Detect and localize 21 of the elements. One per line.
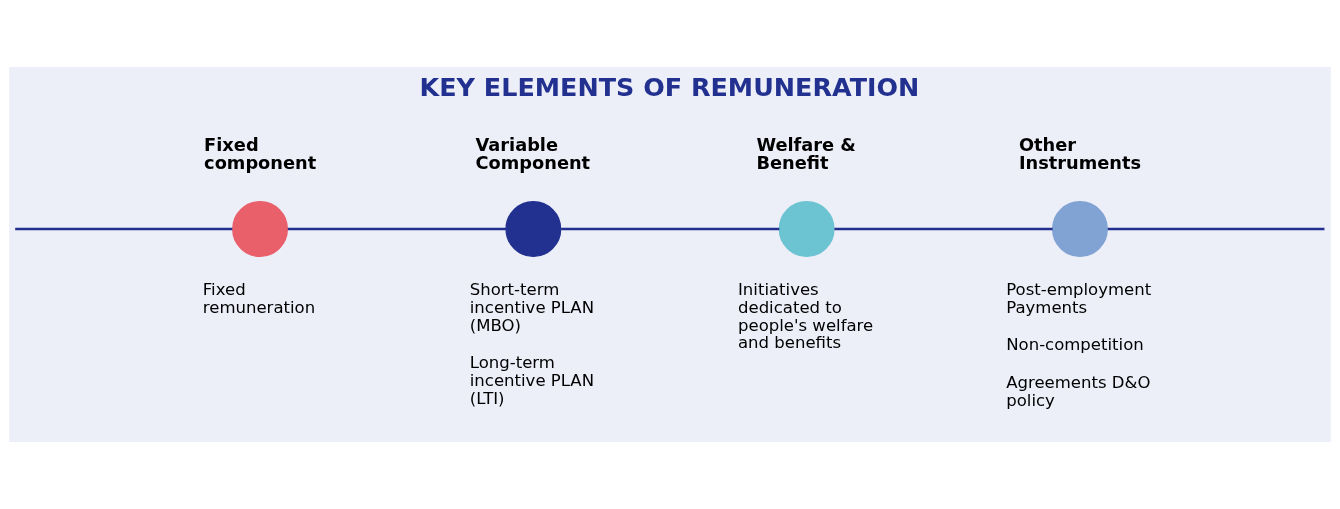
node-label: Welfare & Benefit: [756, 134, 856, 173]
node-circle: [505, 201, 562, 258]
node-label: Variable Component: [475, 134, 591, 173]
connector: [1107, 227, 1325, 231]
node-label: Initiatives dedicated to people's welfare and benefits: [738, 280, 874, 353]
node-circle: [1052, 201, 1108, 258]
node-label: Agreements D&O policy: [1006, 373, 1151, 410]
node-label: Non-competition: [1006, 335, 1144, 355]
node-label: Fixed remuneration: [202, 280, 316, 317]
connector: [561, 227, 780, 231]
connector: [15, 227, 233, 231]
connector: [834, 227, 1053, 231]
node-label: Short-term incentive PLAN (MBO): [469, 280, 595, 335]
node-circle: [232, 201, 288, 258]
node-circle: [778, 201, 835, 258]
diagram-title: KEY ELEMENTS OF REMUNERATION: [419, 72, 920, 103]
node-label: Other Instruments: [1018, 134, 1142, 173]
node-label: Fixed component: [204, 134, 317, 173]
node-label: Long-term incentive PLAN (LTI): [469, 353, 595, 408]
node-label: Post-employment Payments: [1006, 280, 1152, 317]
connector: [287, 227, 506, 231]
